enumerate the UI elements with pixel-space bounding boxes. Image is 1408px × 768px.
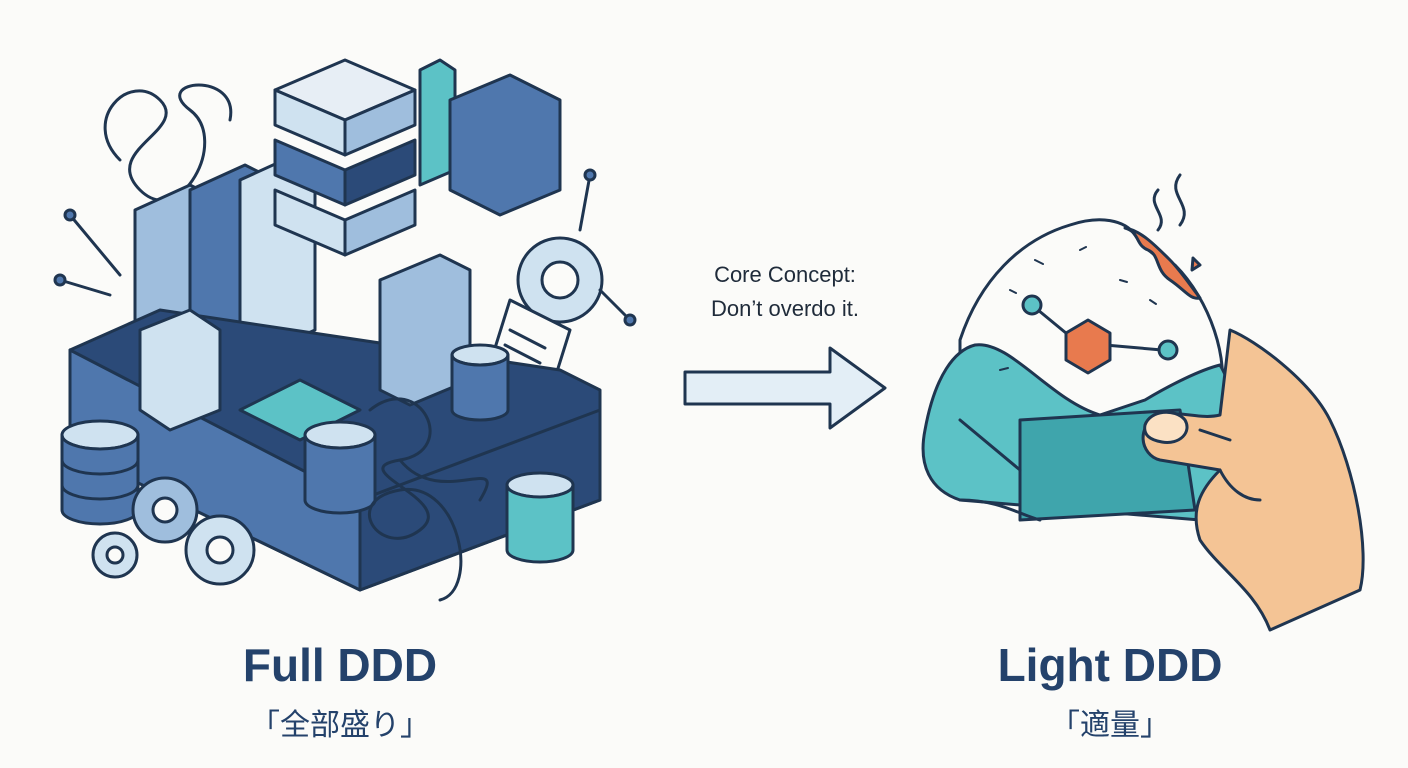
tangled-wires-icon: [103, 83, 233, 202]
onigiri-icon: [921, 218, 1237, 522]
full-ddd-title: Full DDD: [242, 639, 438, 691]
database-icon: [450, 343, 510, 422]
light-ddd-title: Light DDD: [997, 639, 1223, 691]
hand-icon: [1141, 328, 1365, 632]
core-concept-text: Don’t overdo it.: [711, 296, 859, 321]
core-concept-caption: Core Concept: Don’t overdo it.: [640, 258, 930, 326]
gear-icon: [131, 476, 199, 544]
gear-icon: [184, 514, 256, 586]
database-icon: [60, 419, 140, 526]
server-icon: [273, 58, 417, 257]
database-icon: [505, 471, 575, 564]
light-ddd-subtitle: 「適量」: [1050, 708, 1170, 743]
core-concept-heading: Core Concept:: [714, 262, 856, 287]
full-ddd-illustration: [53, 58, 637, 602]
gear-icon: [91, 531, 139, 579]
gear-icon: [516, 236, 604, 324]
full-ddd-subtitle: 「全部盛り」: [250, 708, 430, 743]
database-icon: [303, 420, 377, 515]
arrow-right-icon: [683, 346, 887, 430]
tangled-wires-icon: [367, 397, 489, 602]
light-ddd-illustration: [921, 173, 1365, 632]
steam-icon: [1152, 173, 1186, 232]
